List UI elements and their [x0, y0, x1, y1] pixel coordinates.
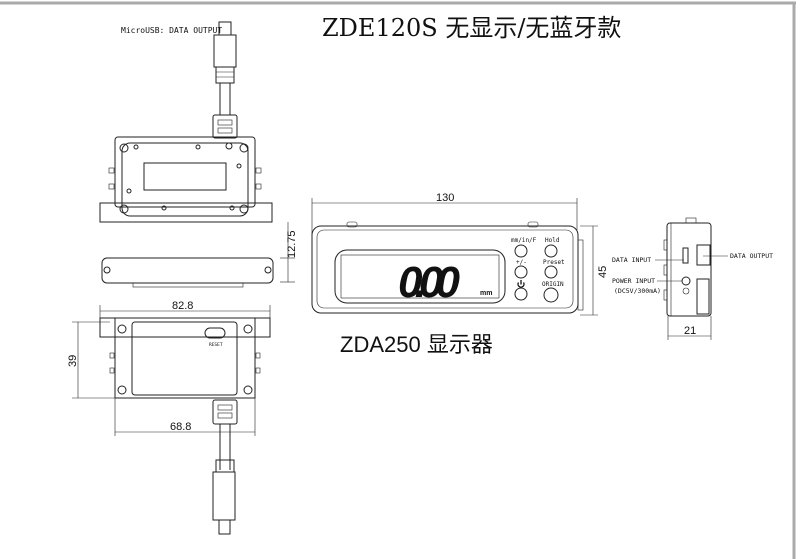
origin-button[interactable]	[543, 287, 559, 303]
display-caption: ZDA250 显示器	[340, 332, 493, 357]
dim-width-inner: 68.8	[170, 421, 191, 433]
label-hold: Hold	[545, 237, 560, 244]
sensor-body	[114, 136, 256, 208]
dim-display-width: 130	[436, 192, 454, 204]
dim-depth: 39	[67, 355, 79, 367]
usb-label: MicroUSB: DATA OUTPUT	[121, 26, 222, 35]
reset-button[interactable]	[204, 327, 226, 339]
drawing-title: ZDE120S 无显示/无蓝牙款	[322, 14, 621, 42]
display-side-view: DATA INPUT DATA OUTPUT POWER INPUT (DC5V…	[612, 217, 773, 340]
power-input-label: POWER INPUT	[612, 277, 655, 285]
lcd-screen	[334, 249, 506, 304]
data-input-port	[682, 247, 689, 264]
reset-label: RESET	[209, 342, 223, 348]
label-origin: ORIGIN	[542, 281, 564, 288]
lcd-reading: 0.00	[398, 258, 461, 307]
display-front-view: 130 45 0.00 mm mm/in/F Hold +/- Preset O…	[311, 192, 609, 316]
strain-relief	[212, 114, 238, 139]
lcd-unit: mm	[480, 290, 492, 297]
usb-plug-body	[213, 34, 237, 68]
hold-button[interactable]	[544, 244, 558, 258]
sensor-window	[143, 162, 227, 191]
dim-thickness: 21	[684, 325, 696, 337]
dim-height: 12.75	[286, 230, 298, 258]
power-icon	[517, 280, 525, 288]
dim-display-height: 45	[597, 266, 609, 278]
data-input-label: DATA INPUT	[612, 256, 651, 264]
sensor-bottom-view: 82.8 RESET 39 68.8	[67, 300, 271, 535]
power-button[interactable]	[514, 287, 528, 301]
data-output-label: DATA OUTPUT	[730, 252, 773, 260]
dim-width-outer: 82.8	[172, 300, 193, 312]
power-spec-label: (DC5V/300mA)	[614, 287, 661, 295]
sensor-top-view: MicroUSB: DATA OUTPUT	[99, 21, 273, 223]
label-sign: +/-	[516, 259, 527, 266]
sensor-side-view: 12.75	[101, 222, 298, 288]
preset-button[interactable]	[544, 265, 558, 279]
label-unit-toggle: mm/in/F	[511, 237, 537, 244]
power-input-jack	[681, 276, 691, 286]
sensor-flange	[99, 202, 273, 223]
sign-button[interactable]	[514, 265, 528, 279]
unit-toggle-button[interactable]	[514, 244, 528, 258]
data-output-port	[696, 244, 711, 266]
label-preset: Preset	[543, 259, 565, 266]
bottom-body	[114, 317, 256, 399]
